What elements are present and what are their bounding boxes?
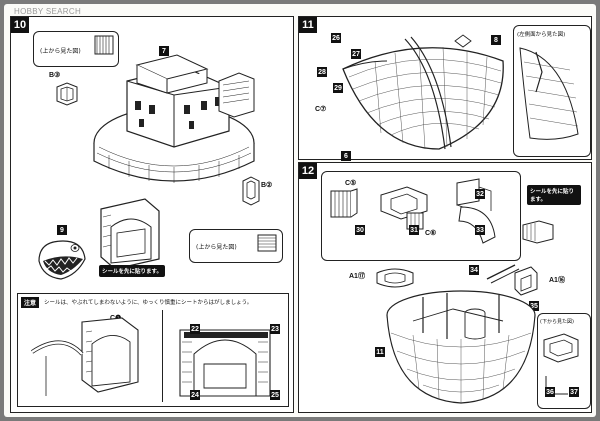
- step-10-panel: 10 (上から見た図) B③ 7: [10, 16, 294, 413]
- part-9-marker: 9: [57, 225, 67, 235]
- subparts-box: [321, 171, 521, 261]
- side-view-bubble: (左側面から見た図): [513, 25, 591, 157]
- bottom-view-caption: (下から見た図): [540, 319, 574, 325]
- sticker-36-marker: 36: [545, 387, 555, 397]
- part-b3-drawing: [56, 82, 78, 106]
- step-12-panel: 12 C⑤ C⑥ シールを先に貼ります。 30 31: [298, 162, 592, 413]
- side-view-drawing: [519, 47, 579, 140]
- clip-part-drawing: [380, 186, 428, 230]
- sticker-27-marker: 27: [351, 49, 361, 59]
- sticker-first-note-b: シールを先に貼ります。: [527, 185, 581, 205]
- part-11-marker: 11: [375, 347, 385, 357]
- caution-subpanel: 注意 シールは、やぶれてしまわないように、ゆっくり慎重にシートからはがしましょう…: [17, 293, 289, 407]
- sticker-first-note-b-text: シールを先に貼ります。: [530, 189, 575, 203]
- dome-shell-drawing: [342, 34, 504, 150]
- sticker-28-marker: 28: [317, 67, 327, 77]
- wall-back-sticker-drawing: [30, 317, 139, 396]
- watermark: HOBBY SEARCH: [14, 7, 82, 16]
- caution-text: シールは、やぶれてしまわないように、ゆっくり慎重にシートからはがしましょう。: [44, 300, 253, 306]
- part-b3-label: B③: [49, 72, 61, 79]
- part-a1-left-drawing: [376, 268, 414, 288]
- top-view-caption-a: (上から見た図): [40, 48, 81, 55]
- part-a1-left-label: A1⑰: [349, 273, 365, 280]
- step-11-panel: 11 26 27 28 29 8 6 C⑦ (左側面から見た図): [298, 16, 592, 161]
- part-b2-label: B②: [261, 182, 273, 189]
- sticker-29-marker: 29: [333, 83, 343, 93]
- part-7-marker: 7: [159, 46, 169, 56]
- sticker-first-note-a: シールを先に貼ります。: [99, 265, 165, 277]
- sticker-34-marker: 34: [469, 265, 479, 275]
- top-view-caption-b: (上から見た図): [196, 244, 237, 251]
- caution-divider: [162, 310, 163, 402]
- side-view-caption: (左側面から見た図): [517, 32, 566, 38]
- top-view-part-b-drawing: [257, 234, 277, 252]
- caution-badge: 注意: [21, 297, 40, 308]
- part-c7-label: C⑦: [315, 106, 327, 113]
- sticker-23-marker: 23: [270, 324, 280, 334]
- sticker-35-marker: 35: [529, 301, 539, 311]
- chain-chomp-mouth-drawing: [38, 240, 86, 280]
- top-view-part-a-drawing: [94, 35, 114, 55]
- sticker-33-marker: 33: [475, 225, 485, 235]
- part-c6-label: C⑥: [425, 230, 437, 237]
- sticker-24-marker: 24: [190, 390, 200, 400]
- bottom-view-drawing: [543, 333, 579, 395]
- front-wall-part-drawing: [100, 198, 160, 270]
- sticker-6-marker: 6: [341, 151, 351, 161]
- step-12-number: 12: [299, 163, 317, 179]
- part-c5-drawing: [330, 188, 358, 218]
- base-bowl-drawing: [386, 290, 536, 404]
- step-11-number: 11: [299, 17, 317, 33]
- pin-parts-drawing: [486, 264, 538, 296]
- wall-front-sticker-drawing: [179, 329, 271, 397]
- sticker-25-marker: 25: [270, 390, 280, 400]
- sticker-22-marker: 22: [190, 324, 200, 334]
- castle-base-drawing: [93, 54, 255, 183]
- sticker-26-marker: 26: [331, 33, 341, 43]
- sticker-30-marker: 30: [355, 225, 365, 235]
- part-c5-label: C⑤: [345, 180, 357, 187]
- sticker-8-marker: 8: [491, 35, 501, 45]
- sticker-part-small-drawing: [522, 220, 554, 244]
- instruction-page: HOBBY SEARCH 10 (上から見た図) B③ 7: [4, 4, 596, 417]
- step-10-number: 10: [11, 17, 29, 33]
- part-a1-right-label: A1⑯: [549, 277, 565, 284]
- sticker-37-marker: 37: [569, 387, 579, 397]
- sticker-first-note-a-text: シールを先に貼ります。: [102, 269, 162, 275]
- part-b2-drawing: [242, 176, 260, 206]
- sticker-31-marker: 31: [409, 225, 419, 235]
- sticker-32-marker: 32: [475, 189, 485, 199]
